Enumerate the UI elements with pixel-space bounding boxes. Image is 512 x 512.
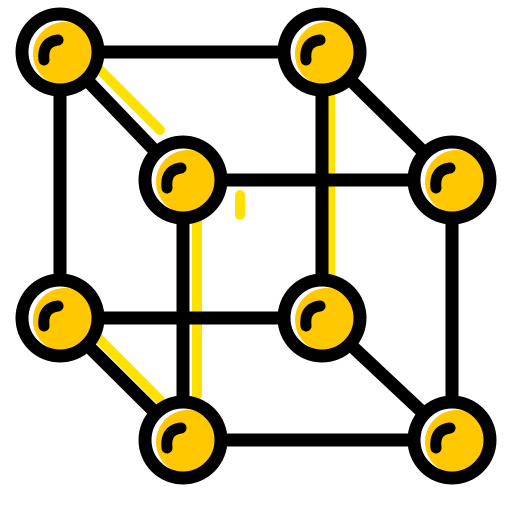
- atom-back-bottom-left: [15, 273, 105, 363]
- atom-back-top-right: [277, 7, 367, 97]
- atom-front-bottom-right: [407, 395, 497, 485]
- atoms: [15, 7, 497, 485]
- atom-front-top-right: [407, 135, 497, 225]
- atom-front-top-left: [138, 135, 228, 225]
- cube-edges: [53, 45, 459, 447]
- atom-front-bottom-left: [138, 395, 228, 485]
- atom-back-bottom-right: [277, 273, 367, 363]
- atom-back-top-left: [15, 7, 105, 97]
